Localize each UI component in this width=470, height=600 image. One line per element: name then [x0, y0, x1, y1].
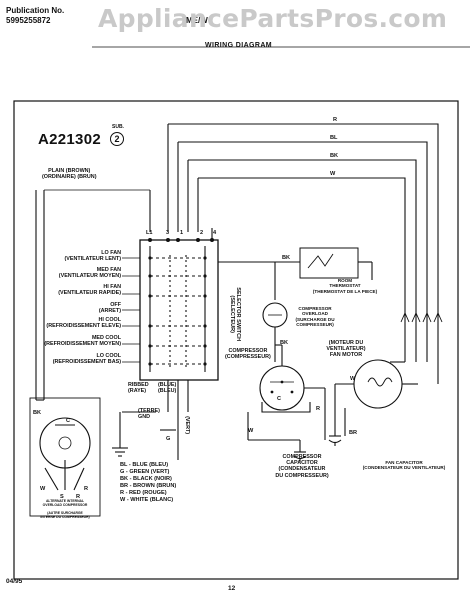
switch-position-hi-fan: HI FAN (VENTILATEUR RAPIDE): [58, 284, 121, 297]
model-number: A221302: [38, 131, 101, 148]
diagram-title: WIRING DIAGRAM: [205, 42, 273, 49]
wire-code-r: R: [333, 117, 338, 123]
sub-number-badge: 2: [110, 132, 124, 146]
power-cord-label: PLAIN (BROWN) (ORDINAIRE) (BRUN): [42, 168, 97, 181]
switch-position-med-fan: MED FAN (VENTILATEUR MOYEN): [58, 267, 121, 280]
switch-position-lo-fan: LO FAN (VENTILATEUR LENT): [64, 250, 122, 263]
sub-label: SUB.: [112, 124, 124, 130]
legend-green: G - GREEN (VERT): [120, 469, 170, 475]
footer-date: 04/95: [6, 578, 23, 585]
switch-position-off: OFF (ARRET): [98, 302, 121, 315]
wire-code-br: BR: [349, 430, 358, 436]
plug-terminal-r: R: [76, 494, 81, 500]
wire-code-bk-thermostat: BK: [282, 255, 291, 261]
publication-label: Publication No.: [6, 6, 65, 15]
compressor-label: COMPRESSOR (COMPRESSEUR): [225, 348, 271, 361]
terminal-2: 2: [200, 230, 204, 236]
wire-code-bk: BK: [330, 153, 339, 159]
legend-red: R - RED (ROUGE): [120, 490, 167, 496]
ribbed-label: RIBBED (RAYE): [128, 382, 149, 395]
alternate-overload-label: ALTERNATE INTERNAL OVERLOAD COMPRESSOR (…: [40, 499, 90, 519]
wire-code-r-fan: R: [316, 406, 321, 412]
selector-switch-box: [139, 239, 219, 381]
switch-position-hi-cool: HI COOL (REFROIDISSEMENT ELEVE): [46, 317, 121, 330]
wire-code-w: W: [330, 171, 336, 177]
terminal-3: 3: [166, 230, 170, 236]
switch-position-lo-cool: LO COOL (REFROIDISSEMENT BAS): [52, 353, 121, 366]
watermark: AppliancePartsPros.com: [98, 4, 448, 33]
wire-code-w-fan: W: [350, 376, 356, 382]
legend-black: BK - BLACK (NOIR): [120, 476, 172, 482]
diagram-border: [13, 100, 459, 580]
publication-number: 5995255872: [6, 16, 51, 25]
fan-motor-label: (MOTEUR DU VENTILATEUR) FAN MOTOR: [326, 340, 366, 359]
header-fragment: ME/W: [186, 16, 208, 25]
footer-page: 12: [228, 585, 236, 592]
wire-code-w-capacitor: W: [248, 428, 254, 434]
terminal-l1: L1: [146, 230, 153, 236]
ribbed-color-label: (BLUE) (BLEU): [158, 382, 177, 395]
color-legend: BL - BLUE (BLEU) G - GREEN (VERT) BK - B…: [120, 462, 176, 504]
wire-code-bk-compressor: BK: [280, 340, 289, 346]
room-thermostat-box: [299, 247, 359, 279]
wire-code-bk-plug: BK: [33, 410, 42, 416]
compressor-capacitor-label: COMPRESSOR CAPACITOR (CONDENSATEUR DU CO…: [275, 454, 329, 479]
fan-motor-circle: [353, 359, 403, 409]
compressor-circle: [259, 365, 305, 411]
switch-position-med-cool: MED COOL (REFROIDISSEMENT MOYEN): [44, 335, 121, 348]
compressor-terminal-c: C: [277, 396, 282, 402]
wire-code-bl: BL: [330, 135, 338, 141]
terminal-1: 1: [180, 230, 184, 236]
legend-blue: BL - BLUE (BLEU): [120, 462, 169, 468]
legend-brown: BR - BROWN (BRUN): [120, 483, 177, 489]
legend-white: W - WHITE (BLANC): [120, 497, 174, 503]
ground-label: (TERRE) GND: [138, 408, 160, 421]
plug-terminal-s: S: [60, 494, 64, 500]
plug-wire-r: R: [84, 486, 89, 492]
compressor-overload-label: COMPRESSOR OVERLOAD (SURCHARGE DU COMPRE…: [295, 306, 335, 328]
terminal-4: 4: [213, 230, 217, 236]
room-thermostat-label: ROOM THERMOSTAT (THERMOSTAT DE LA PIECE): [312, 278, 378, 294]
plug-terminal-c: C: [66, 418, 71, 424]
ground-code: G: [166, 436, 171, 442]
selector-switch-label: SELECTOR SWITCH (SELECTEUR): [228, 287, 242, 342]
ground-color-label: (VERT): [184, 416, 191, 435]
fan-capacitor-label: FAN CAPACITOR (CONDENSATEUR DU VENTILATE…: [362, 460, 446, 471]
plug-wire-w: W: [40, 486, 46, 492]
